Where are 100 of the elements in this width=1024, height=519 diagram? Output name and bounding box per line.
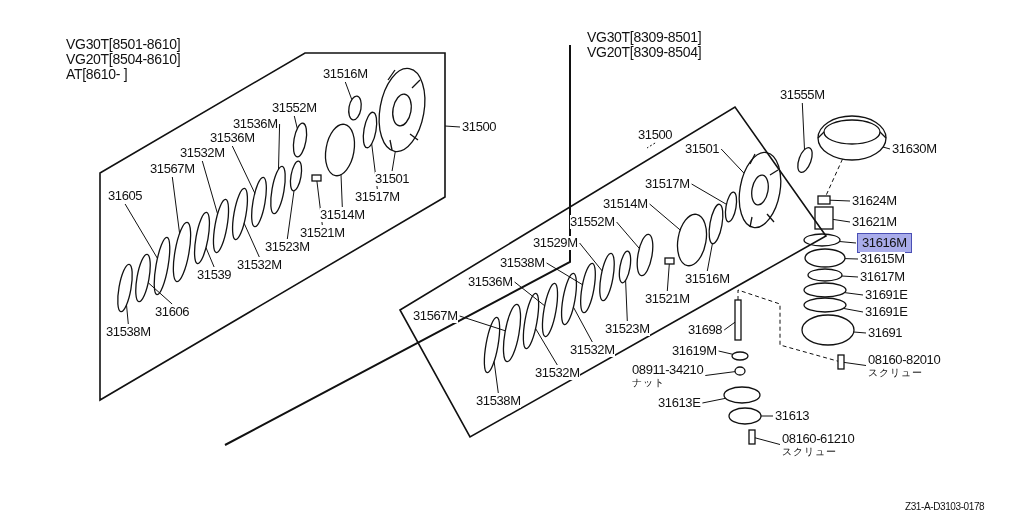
plate-drawing	[723, 386, 761, 404]
part-number: 31536M	[210, 131, 255, 145]
part-number: 31691E	[865, 305, 908, 319]
spring-drawing	[814, 206, 834, 230]
ring-drawing	[560, 272, 578, 326]
rod-drawing	[734, 299, 742, 341]
leader-line	[882, 146, 891, 150]
assembly-line	[737, 289, 839, 362]
part-number: 31521M	[300, 226, 345, 240]
part-number: 31521M	[645, 292, 690, 306]
leader-line	[754, 437, 781, 445]
part-number: 31621M	[852, 215, 897, 229]
leader-line	[579, 242, 603, 272]
leader-line	[391, 150, 396, 172]
part-number: 31617M	[860, 270, 905, 284]
leader-line	[625, 279, 628, 322]
spring-drawing	[311, 174, 322, 182]
nut-drawing	[734, 366, 746, 376]
leader-line	[760, 415, 774, 417]
leader-line	[841, 275, 859, 278]
part-number: 31538M	[476, 394, 521, 408]
drawing-code: Z31-A-D3103-0178	[905, 500, 985, 514]
part-number: 31536M	[233, 117, 278, 131]
leader-line	[844, 258, 859, 260]
ring-drawing	[135, 253, 151, 303]
part-number: 31523M	[265, 240, 310, 254]
leader-line	[444, 125, 461, 128]
part-number: 31536M	[468, 275, 513, 289]
part-number: 31613E	[658, 396, 701, 410]
ring-drawing	[580, 262, 596, 314]
ring-drawing	[599, 252, 615, 302]
ring-drawing	[193, 211, 211, 265]
leader-line	[493, 360, 499, 394]
part-number: 31605	[108, 189, 143, 203]
ring-drawing	[270, 165, 286, 215]
ring-drawing	[803, 282, 847, 298]
leader-line	[340, 174, 343, 208]
part-number: 31500	[638, 128, 673, 142]
leader-line	[646, 142, 656, 149]
part-number: 31624M	[852, 194, 897, 208]
leader-line	[829, 199, 851, 202]
leader-line	[718, 350, 734, 355]
ring-drawing	[807, 268, 843, 282]
part-number: 08160-61210	[782, 432, 855, 446]
leader-line	[723, 321, 736, 331]
ring-drawing	[117, 263, 133, 313]
ring-drawing	[172, 221, 192, 283]
part-number: 31615M	[860, 252, 905, 266]
leader-line	[691, 183, 727, 205]
model-range-heading: VG30T[8309-8501] VG20T[8309-8504]	[587, 30, 703, 60]
ring-drawing	[348, 95, 362, 121]
gear-drawing	[797, 146, 813, 174]
plate-drawing	[728, 407, 762, 425]
part-number: 31514M	[320, 208, 365, 222]
ring-drawing	[502, 303, 522, 363]
part-number: 31532M	[237, 258, 282, 272]
part-number: 31630M	[892, 142, 937, 156]
part-number: 31606	[155, 305, 190, 319]
ring-drawing	[804, 248, 846, 268]
leader-line	[701, 397, 727, 404]
leader-line	[801, 102, 805, 151]
part-number: 31555M	[780, 88, 825, 102]
part-number: 08911-34210	[632, 363, 704, 377]
leader-line	[278, 123, 281, 170]
assembly-line	[825, 158, 843, 197]
part-number: 31532M	[570, 343, 615, 357]
part-number: 31529M	[533, 236, 578, 250]
leader-line	[459, 315, 506, 332]
part-number: 31691	[868, 326, 903, 340]
model-range-heading: VG30T[8501-8610] VG20T[8504-8610] AT[8610- ]	[66, 37, 182, 82]
part-number: 31691E	[865, 288, 908, 302]
part-number: 08160-82010	[868, 353, 941, 367]
ring-drawing	[724, 191, 738, 223]
spring-drawing	[664, 257, 675, 265]
ring-drawing	[251, 176, 267, 228]
part-number: 31501	[685, 142, 720, 156]
leader-line	[706, 243, 713, 272]
washer-drawing	[731, 351, 749, 361]
ring-drawing	[362, 111, 378, 149]
part-number: 31516M	[685, 272, 730, 286]
ring-drawing	[292, 122, 308, 158]
leader-line	[344, 81, 353, 101]
hub-drawing	[676, 213, 708, 267]
leader-line	[843, 361, 867, 366]
part-number: 31567M	[413, 309, 458, 323]
part-number: 31514M	[603, 197, 648, 211]
leader-line	[842, 307, 864, 313]
ring-drawing	[483, 316, 501, 374]
ring-drawing	[541, 282, 559, 338]
part-number: 31532M	[535, 366, 580, 380]
leader-line	[853, 331, 867, 334]
piston-housing-drawing	[801, 314, 855, 346]
leader-line	[649, 203, 681, 231]
part-number: 31523M	[605, 322, 650, 336]
part-number: 31613	[775, 409, 810, 423]
part-number: 31552M	[272, 101, 317, 115]
brake-band-drawing	[817, 115, 887, 161]
highlighted-part-number: 31616M	[858, 234, 911, 252]
part-number: 31517M	[645, 177, 690, 191]
leader-line	[704, 371, 736, 376]
